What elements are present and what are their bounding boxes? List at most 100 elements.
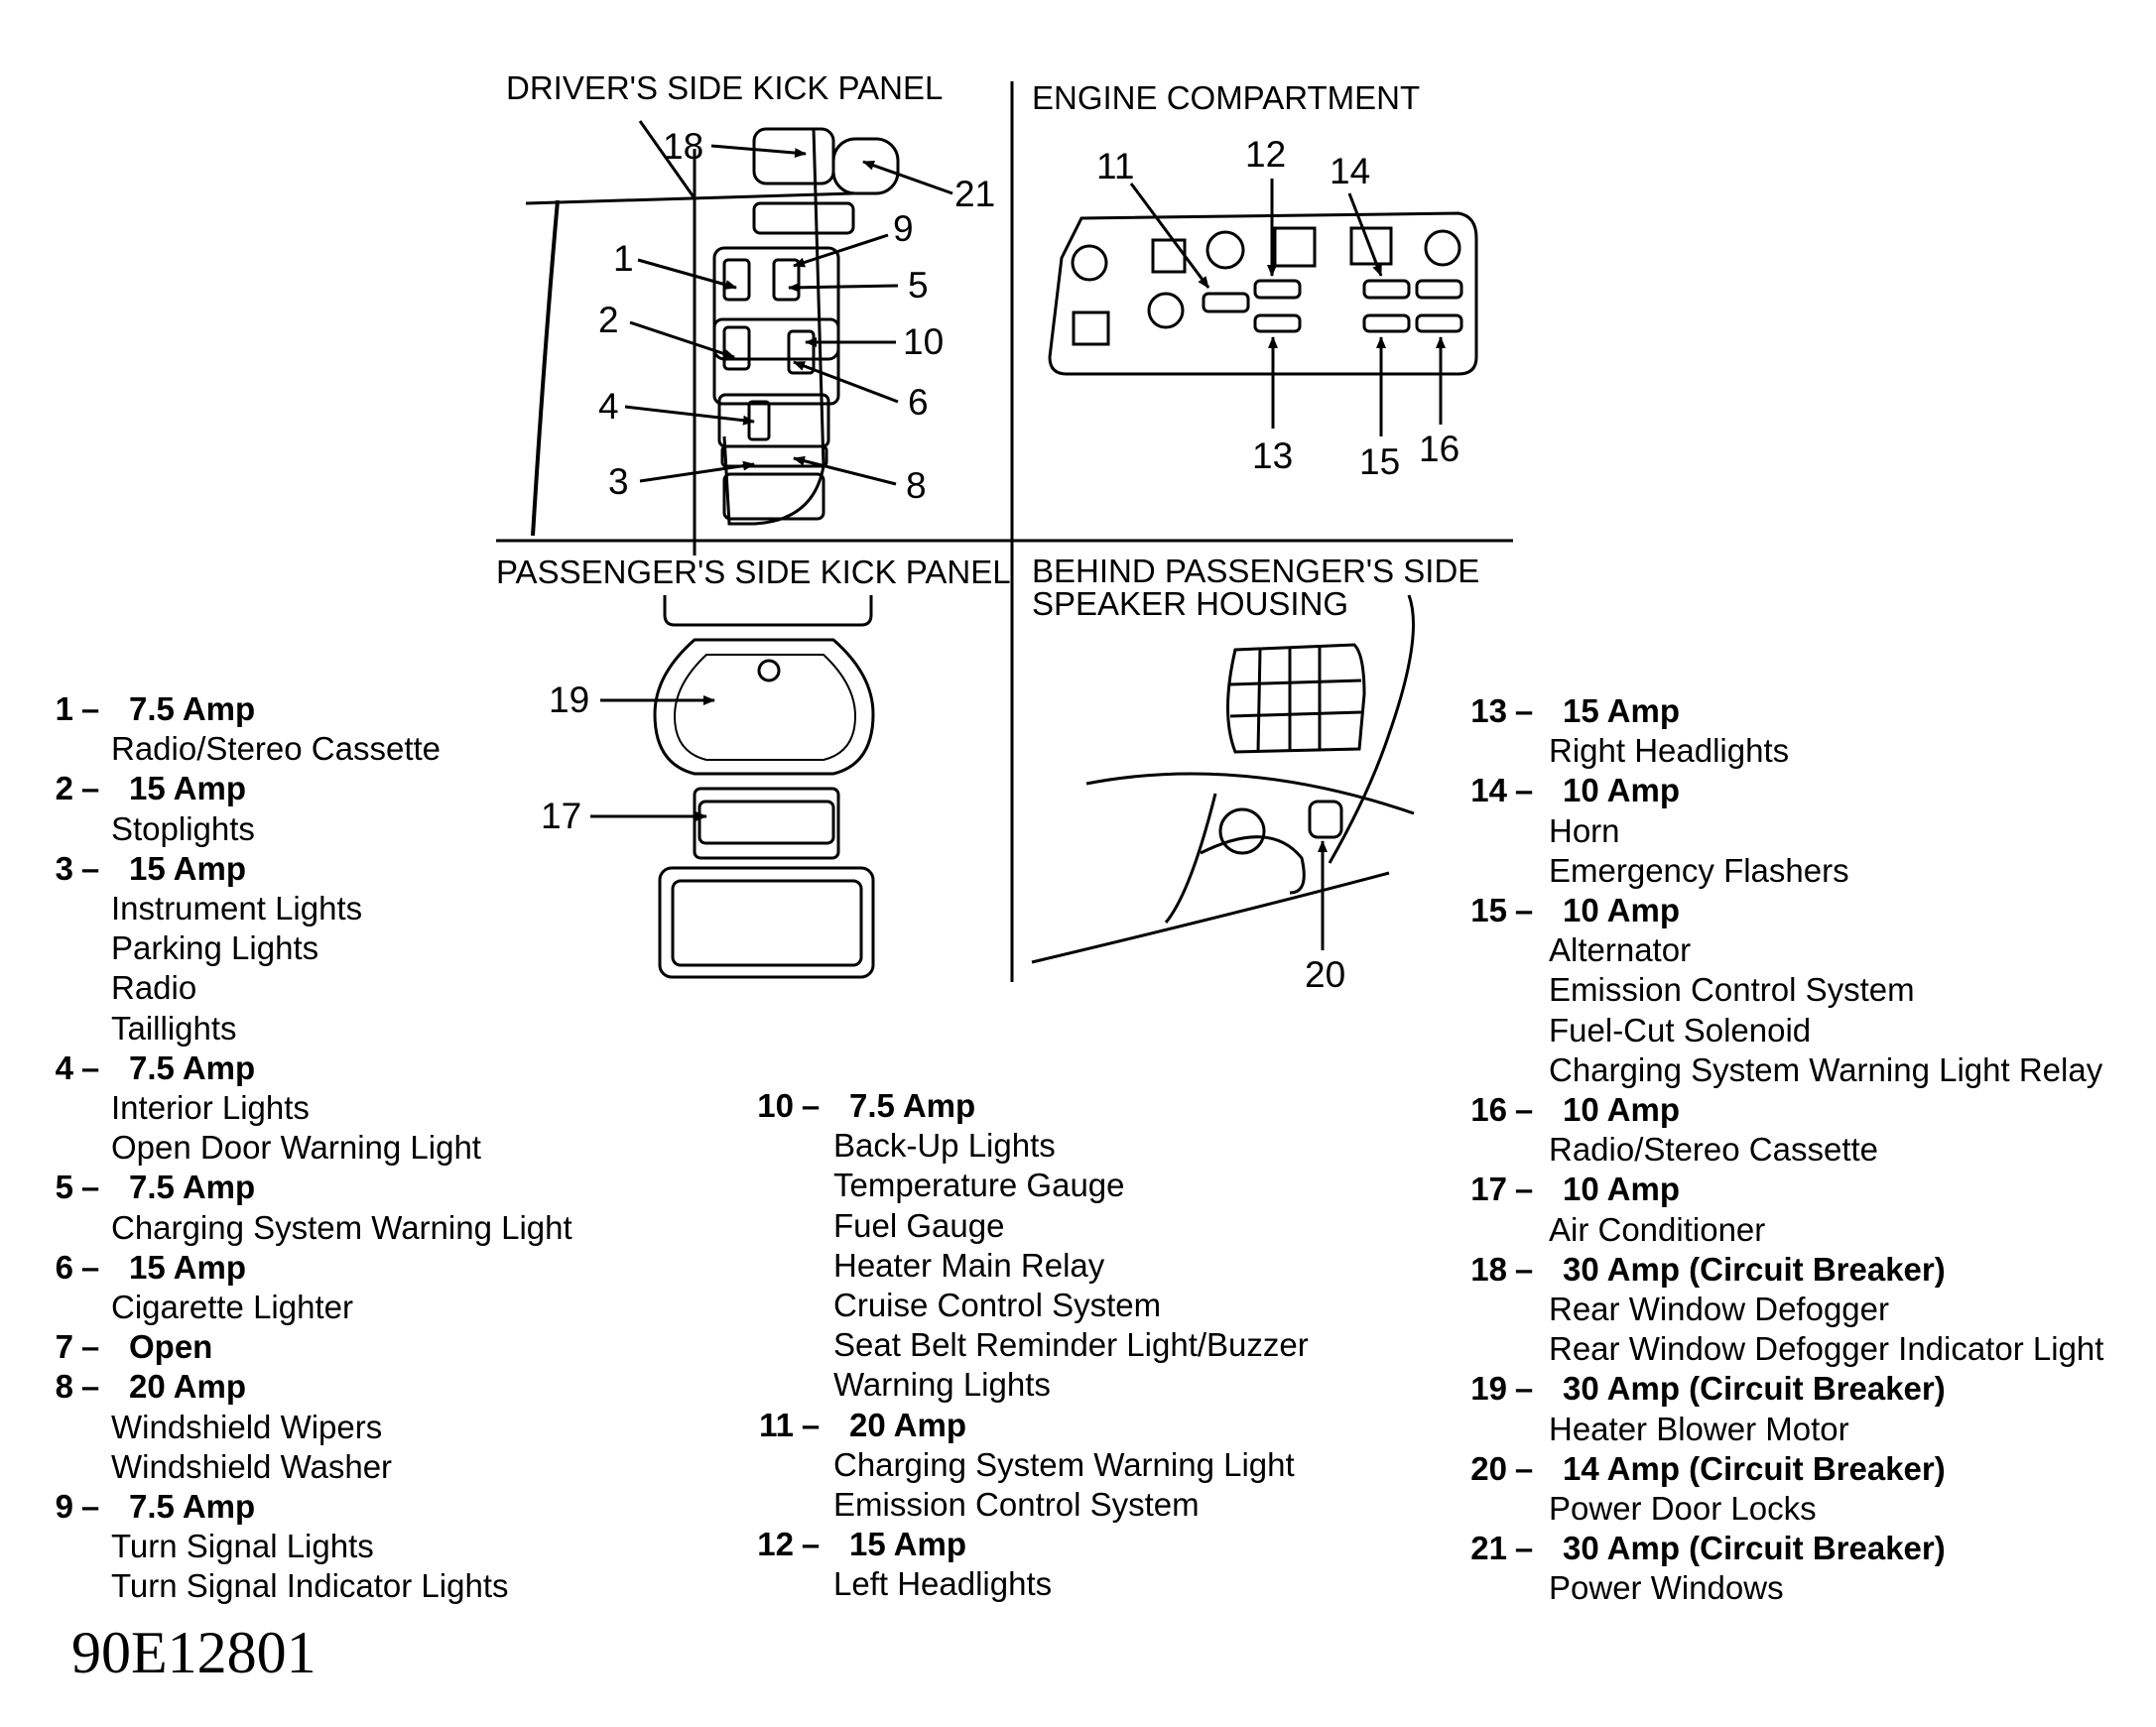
fuse-entry-17: 17–10 Amp Air Conditioner	[1444, 1170, 2103, 1249]
fuse-circuit: Open Door Warning Light	[111, 1129, 481, 1167]
fuse-number: 11	[759, 1406, 794, 1443]
fuse-rating: 7.5 Amp	[849, 1087, 976, 1124]
fuse-number: 17	[1470, 1171, 1507, 1208]
fuse-rating: 30 Amp (Circuit Breaker)	[1563, 1530, 1946, 1567]
fuse-rating: 15 Amp	[129, 1248, 246, 1286]
speaker-housing-callouts: 20	[1305, 840, 1345, 995]
fuse-circuit: Rear Window Defogger Indicator Light	[1549, 1330, 2104, 1368]
fuse-entry-9: 9–7.5 Amp Turn Signal Lights Turn Signal…	[14, 1487, 572, 1607]
fuse-circuit: Seat Belt Reminder Light/Buzzer	[833, 1326, 1309, 1364]
callout-17: 17	[541, 796, 581, 836]
fuse-rating: 20 Amp	[129, 1368, 246, 1406]
fuse-circuit: Windshield Washer	[111, 1447, 393, 1485]
fuse-circuit: Heater Blower Motor	[1549, 1410, 1849, 1447]
fuse-number: 20	[1470, 1449, 1507, 1487]
fuse-number: 2	[55, 770, 73, 807]
separator-dash: –	[1514, 1530, 1534, 1567]
fuse-circuit: Power Door Locks	[1549, 1490, 1817, 1528]
fuse-circuit: Back-Up Lights	[833, 1127, 1056, 1165]
separator-dash: –	[80, 1488, 100, 1526]
fuse-circuit: Turn Signal Lights	[111, 1528, 374, 1565]
callout-19: 19	[549, 679, 589, 720]
fuse-entry-15: 15–10 Amp Alternator Emission Control Sy…	[1444, 891, 2103, 1090]
drivers-panel-callouts: 18 21 9 1 5 2 10 6 4 3 8	[598, 126, 995, 506]
separator-dash: –	[80, 1049, 100, 1086]
fuse-rating: 10 Amp	[1563, 772, 1680, 809]
fuse-entry-5: 5–7.5 Amp Charging System Warning Light	[14, 1168, 572, 1247]
callout-4: 4	[598, 386, 619, 427]
fuse-number: 9	[55, 1488, 73, 1526]
fuse-rating: 15 Amp	[1563, 692, 1680, 729]
fuse-rating: 20 Amp	[849, 1406, 966, 1443]
fuse-circuit: Parking Lights	[111, 929, 319, 967]
separator-dash: –	[1514, 1250, 1534, 1288]
fuse-rating: 15 Amp	[129, 849, 246, 887]
fuse-rating: 7.5 Amp	[129, 690, 256, 727]
fuse-circuit: Instrument Lights	[111, 890, 363, 927]
fuse-rating: 30 Amp (Circuit Breaker)	[1563, 1370, 1946, 1408]
fuse-entry-10: 10–7.5 Amp Back-Up Lights Temperature Ga…	[734, 1086, 1309, 1406]
quadrant-dividers	[496, 81, 1513, 982]
fuse-circuit: Rear Window Defogger	[1549, 1291, 1889, 1328]
fuse-circuit: Stoplights	[111, 809, 255, 847]
fuse-circuit: Radio/Stereo Cassette	[111, 730, 442, 768]
callout-10: 10	[903, 321, 944, 362]
fuse-circuit: Power Windows	[1549, 1569, 1784, 1607]
fuse-circuit: Charging System Warning Light	[833, 1445, 1295, 1483]
fuse-entry-14: 14–10 Amp Horn Emergency Flashers	[1444, 771, 2103, 891]
fuse-legend-column-3: 13 – 15 Amp Right Headlights 14–10 Amp Hor…	[1444, 691, 2103, 1609]
fuse-entry-20: 20–14 Amp (Circuit Breaker) Power Door L…	[1444, 1449, 2103, 1529]
separator-dash: –	[80, 1248, 100, 1286]
fuse-rating: 15 Amp	[129, 770, 246, 807]
separator-dash: –	[801, 1087, 821, 1124]
separator-dash: –	[1514, 1449, 1534, 1487]
fuse-number: 10	[757, 1087, 794, 1124]
fuse-entry-18: 18–30 Amp (Circuit Breaker) Rear Window …	[1444, 1250, 2103, 1370]
callout-20: 20	[1305, 954, 1345, 995]
fuse-circuit: Warning Lights	[833, 1366, 1051, 1404]
fuse-number: 13	[1470, 692, 1507, 729]
callout-2: 2	[598, 300, 619, 340]
callout-9: 9	[893, 208, 914, 249]
fuse-circuit: Taillights	[111, 1009, 237, 1047]
speaker-housing-view: BEHIND PASSENGER'S SIDE SPEAKER HOUSING …	[1031, 553, 1479, 995]
callout-15: 15	[1359, 441, 1400, 482]
separator-dash: –	[1514, 1171, 1534, 1208]
fuse-number: 6	[55, 1248, 73, 1286]
separator-dash: –	[80, 849, 100, 887]
separator-dash: –	[1514, 1091, 1534, 1129]
fuse-circuit: Right Headlights	[1549, 732, 1790, 770]
separator-dash: –	[1514, 1370, 1534, 1408]
fuse-number: 19	[1470, 1370, 1507, 1408]
separator-dash: –	[801, 1526, 821, 1563]
fuse-circuit: Charging System Warning Light Relay	[1549, 1050, 2103, 1088]
callout-1: 1	[613, 238, 634, 279]
separator-dash: –	[80, 1368, 100, 1406]
callout-18: 18	[663, 126, 703, 167]
fuse-number: 15	[1470, 892, 1507, 929]
figure-id: 90E12801	[71, 1620, 317, 1685]
fuse-rating: 14 Amp (Circuit Breaker)	[1563, 1449, 1946, 1487]
fuse-number: 7	[55, 1328, 73, 1366]
callout-5: 5	[908, 265, 929, 306]
fuse-entry-16: 16–10 Amp Radio/Stereo Cassette	[1444, 1090, 2103, 1170]
panel-title-drivers-kick-panel: DRIVER'S SIDE KICK PANEL	[506, 69, 943, 106]
fuse-circuit: Temperature Gauge	[833, 1167, 1125, 1204]
callout-3: 3	[608, 461, 629, 502]
panel-title-engine-compartment: ENGINE COMPARTMENT	[1032, 79, 1420, 116]
separator-dash: –	[801, 1406, 821, 1443]
fuse-entry-8: 8–20 Amp Windshield Wipers Windshield Wa…	[14, 1367, 572, 1487]
fuse-circuit: Cigarette Lighter	[111, 1289, 353, 1326]
fuse-rating: 10 Amp	[1563, 1171, 1680, 1208]
fuse-entry-4: 4–7.5 Amp Interior Lights Open Door Warn…	[14, 1049, 572, 1169]
separator-dash: –	[80, 1169, 100, 1206]
fuse-entry-7: 7–Open	[14, 1327, 572, 1367]
passengers-panel-callouts: 19 17	[541, 679, 715, 836]
fuse-number: 5	[55, 1169, 73, 1206]
fuse-rating: 15 Amp	[849, 1526, 966, 1563]
fuse-circuit: Turn Signal Indicator Lights	[111, 1567, 509, 1605]
panel-title-speaker-housing-line1: BEHIND PASSENGER'S SIDE	[1032, 553, 1479, 589]
fuse-entry-11: 11–20 Amp Charging System Warning Light …	[734, 1406, 1309, 1526]
fuse-circuit: Air Conditioner	[1549, 1210, 1766, 1248]
fuse-entry-6: 6–15 Amp Cigarette Lighter	[14, 1248, 572, 1327]
